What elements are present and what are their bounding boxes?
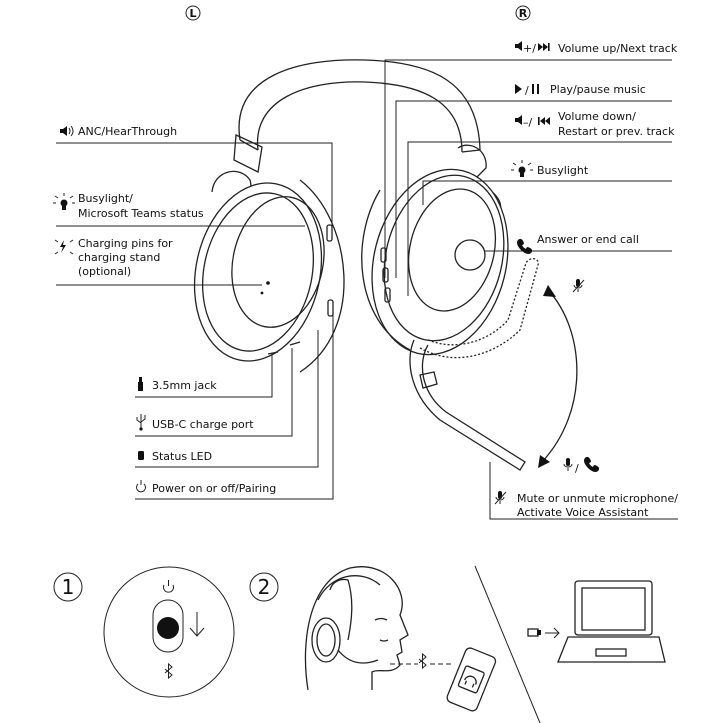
play-pause-icon: / <box>515 84 539 97</box>
headset-illustration <box>193 59 578 471</box>
callout-led: Status LED <box>135 330 319 468</box>
mute-label-1: Mute or unmute microphone/ <box>517 492 678 505</box>
callout-charging-pins: Charging pins for charging stand (option… <box>54 237 262 286</box>
jack-label: 3.5mm jack <box>152 379 217 392</box>
callout-play-pause: / Play/pause music <box>395 83 672 278</box>
callout-busylight-left: Busylight/ Microsoft Teams status <box>53 192 305 227</box>
power-label: Power on or off/Pairing <box>152 482 276 495</box>
svg-text:+/: +/ <box>523 42 536 55</box>
mic-muted-icon <box>494 491 507 505</box>
charging-pins-label-1: Charging pins for <box>78 237 173 250</box>
person-wearing-headset <box>304 566 409 691</box>
charging-pins-icon <box>54 239 74 255</box>
busylight-left-label-1: Busylight/ <box>78 192 133 205</box>
divider-line <box>474 565 541 723</box>
phone-icon <box>517 238 533 254</box>
callout-anc: ANC/HearThrough <box>56 125 333 232</box>
callout-volume-down: –/ Volume down/ Restart or prev. track <box>407 110 675 296</box>
volume-down-prev-icon: –/ <box>515 115 550 129</box>
play-pause-label: Play/pause music <box>550 83 646 96</box>
svg-text:/: / <box>525 84 529 97</box>
right-side-letter: R <box>519 7 528 20</box>
mic-phone-boom-icon: / <box>563 456 600 475</box>
bluetooth-pairing-icon <box>418 652 427 670</box>
mute-label-2: Activate Voice Assistant <box>517 506 649 519</box>
busylight-left-icon <box>53 193 75 210</box>
busylight-icon <box>511 160 533 177</box>
left-side-letter: L <box>189 7 196 20</box>
callout-volume-up: +/ Volume up/Next track <box>384 41 678 278</box>
busylight-left-label-2: Microsoft Teams status <box>78 207 204 220</box>
charging-pins-label-2: charging stand <box>78 251 160 264</box>
svg-text:/: / <box>575 462 579 475</box>
left-side-marker: L <box>185 5 201 21</box>
callout-busylight-right: Busylight <box>422 160 672 205</box>
callout-jack: 3.5mm jack <box>135 355 273 398</box>
slide-down-arrow <box>189 612 205 637</box>
volume-down-label-2: Restart or prev. track <box>558 125 675 138</box>
callout-answer-end: Answer or end call <box>484 233 672 254</box>
power-symbol-icon <box>163 580 174 593</box>
volume-down-label-1: Volume down/ <box>558 110 636 123</box>
busylight-right-label: Busylight <box>537 164 589 177</box>
step-1-number: 1 <box>62 575 75 599</box>
led-label: Status LED <box>152 450 212 463</box>
led-icon <box>138 451 144 460</box>
power-icon <box>136 480 146 493</box>
answer-end-label: Answer or end call <box>537 233 639 246</box>
step-1: 1 <box>53 566 235 698</box>
charging-pins-label-3: (optional) <box>78 265 131 278</box>
jack-icon <box>138 377 143 391</box>
svg-text:–/: –/ <box>523 116 533 129</box>
step-2-number: 2 <box>258 575 271 599</box>
laptop-with-dongle <box>527 580 666 663</box>
smartphone <box>446 647 497 712</box>
bluetooth-icon <box>164 662 173 680</box>
volume-up-label: Volume up/Next track <box>558 42 678 55</box>
usb-icon <box>136 414 146 431</box>
usb-dongle-icon <box>527 628 539 637</box>
speaker-icon <box>60 125 74 137</box>
volume-up-next-icon: +/ <box>515 41 550 55</box>
step-2: 2 <box>249 566 497 712</box>
mic-muted-boom-icon <box>572 279 585 293</box>
callout-power: Power on or off/Pairing <box>135 310 334 500</box>
usb-label: USB-C charge port <box>152 418 254 431</box>
anc-label: ANC/HearThrough <box>78 125 177 138</box>
callout-mute: Mute or unmute microphone/ Activate Voic… <box>489 462 678 520</box>
callout-usb: USB-C charge port <box>135 348 293 437</box>
right-side-marker: R <box>515 5 531 21</box>
